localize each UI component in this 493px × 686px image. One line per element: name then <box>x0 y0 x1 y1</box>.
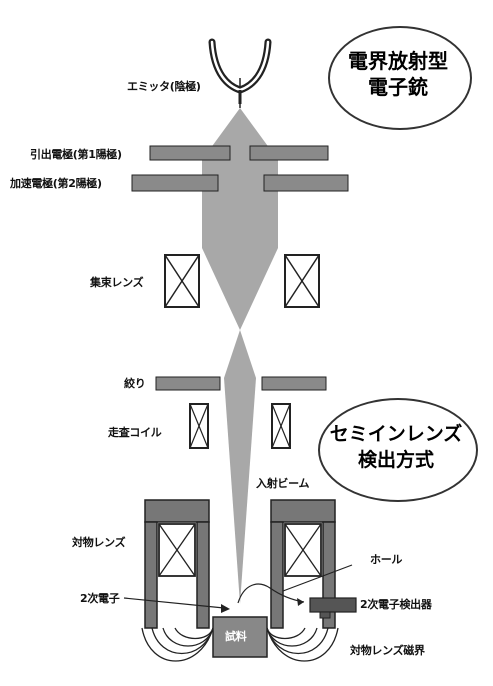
objective-field-label: 対物レンズ磁界 <box>350 644 425 657</box>
objective-lens-left <box>144 499 210 629</box>
electron-beam-upper <box>202 108 278 330</box>
extraction-electrode-right <box>249 145 329 161</box>
emitter-icon <box>208 38 272 104</box>
secondary-electron-label: 2次電子 <box>80 592 120 605</box>
emitter-label: エミッタ(陰極) <box>127 80 201 93</box>
aperture-left <box>155 376 221 391</box>
specimen-label: 試料 <box>225 630 247 643</box>
condenser-lens-label: 集束レンズ <box>90 276 144 289</box>
condenser-lens-right <box>284 254 320 308</box>
secondary-detector-icon <box>309 597 357 619</box>
acceleration-electrode-label: 加速電極(第2陽極) <box>10 177 102 190</box>
aperture-label: 絞り <box>124 377 146 390</box>
scan-coil-right <box>271 403 291 449</box>
objective-field-right <box>266 627 339 662</box>
secondary-electron-path <box>237 583 305 604</box>
electron-beam-lower <box>224 330 256 604</box>
secondary-detector-label: 2次電子検出器 <box>360 598 432 611</box>
objective-field-left <box>141 627 214 662</box>
extraction-electrode-left <box>149 145 231 161</box>
secondary-electron-arrow <box>297 598 304 606</box>
detection-title-line2: 検出方式 <box>357 449 434 471</box>
extraction-electrode-label: 引出電極(第1陽極) <box>30 148 122 161</box>
scan-coil-left <box>189 403 209 449</box>
gun-title-line2: 電子銃 <box>368 75 428 99</box>
secondary-leader-arrow <box>221 604 230 613</box>
detection-title-line1: セミインレンズ <box>329 423 463 445</box>
hole-label: ホール <box>370 553 403 566</box>
gun-title-line1: 電界放射型 <box>348 49 448 73</box>
objective-lens-label: 対物レンズ <box>72 536 126 549</box>
specimen-block <box>212 616 268 658</box>
secondary-leader <box>123 597 225 609</box>
semi-in-lens-bubble <box>318 398 478 502</box>
scan-coil-label: 走査コイル <box>108 426 162 439</box>
aperture-right <box>261 376 327 391</box>
incident-beam-label: 入射ビーム <box>256 477 310 490</box>
acceleration-electrode-right <box>263 174 349 192</box>
hole-leader <box>282 564 353 592</box>
acceleration-electrode-left <box>131 174 219 192</box>
field-emission-gun-bubble <box>328 26 472 130</box>
condenser-lens-left <box>164 254 200 308</box>
